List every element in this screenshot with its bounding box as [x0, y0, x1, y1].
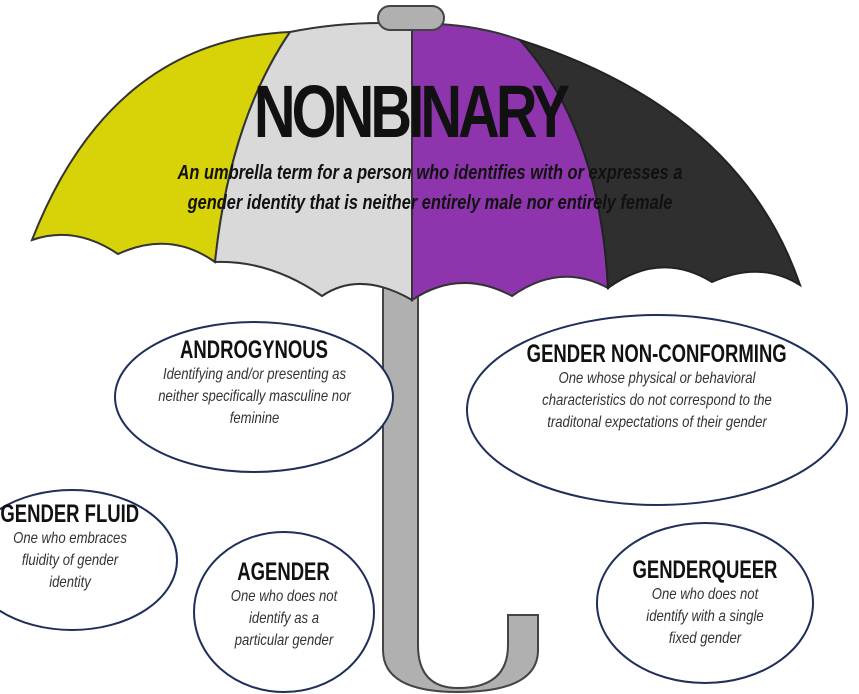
term-description: One who embraces fluidity of gender iden… — [13, 530, 127, 591]
bubble-gender-fluid: GENDER FLUID One who embraces fluidity o… — [0, 500, 160, 594]
bubble-agender: AGENDER One who does not identify as a p… — [204, 558, 364, 652]
bubble-genderqueer: GENDERQUEER One who does not identify wi… — [610, 556, 800, 650]
diagram-subtitle: An umbrella term for a person who identi… — [177, 162, 683, 214]
term-description: One who does not identify as a particula… — [230, 588, 338, 649]
bubble-genderqueer-outline — [596, 522, 814, 684]
bubble-gender-non-conforming-outline — [466, 314, 848, 506]
bubble-androgynous: ANDROGYNOUS Identifying and/or presentin… — [124, 336, 384, 430]
term-description: One who does not identify with a single … — [646, 586, 764, 647]
bubble-androgynous-outline — [114, 321, 394, 473]
bubble-agender-outline — [193, 531, 375, 693]
term-name: ANDROGYNOUS — [179, 336, 328, 364]
bubble-gender-non-conforming: GENDER NON-CONFORMING One whose physical… — [482, 340, 832, 434]
term-name: AGENDER — [237, 558, 331, 586]
term-name: GENDER NON-CONFORMING — [526, 340, 788, 368]
umbrella-shaft — [382, 249, 539, 694]
term-description: One whose physical or behavioral charact… — [542, 370, 772, 431]
term-name: GENDER FLUID — [0, 500, 140, 528]
canopy-segment-dark — [516, 37, 802, 290]
diagram-title: NONBINARY — [253, 70, 570, 153]
term-name: GENDERQUEER — [632, 556, 778, 584]
bubble-gender-fluid-outline — [0, 489, 178, 631]
umbrella-tip — [377, 5, 445, 31]
term-description: Identifying and/or presenting as neither… — [157, 366, 351, 427]
